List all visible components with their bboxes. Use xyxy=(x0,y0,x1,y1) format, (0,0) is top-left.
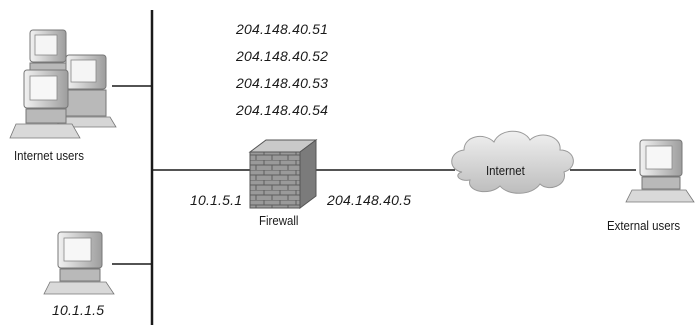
nat-ip-4: 204.148.40.54 xyxy=(236,102,329,118)
internet-users-computers-icon xyxy=(9,29,117,139)
firewall-label: Firewall xyxy=(259,213,299,228)
nat-ip-2: 204.148.40.52 xyxy=(236,48,329,64)
nat-ip-1: 204.148.40.51 xyxy=(236,21,329,37)
external-users-label: External users xyxy=(607,218,681,233)
internet-users-label: Internet users xyxy=(14,148,84,163)
nat-ip-3: 204.148.40.53 xyxy=(236,75,329,91)
host-computer-icon xyxy=(43,231,115,295)
internet-cloud-icon xyxy=(451,130,574,194)
external-users-computer-icon xyxy=(625,139,695,203)
firewall-inside-ip: 10.1.5.1 xyxy=(190,192,243,208)
host-ip: 10.1.1.5 xyxy=(52,302,105,318)
firewall-outside-ip: 204.148.40.5 xyxy=(327,192,412,208)
firewall-icon xyxy=(248,139,318,209)
internet-label: Internet xyxy=(486,163,525,178)
